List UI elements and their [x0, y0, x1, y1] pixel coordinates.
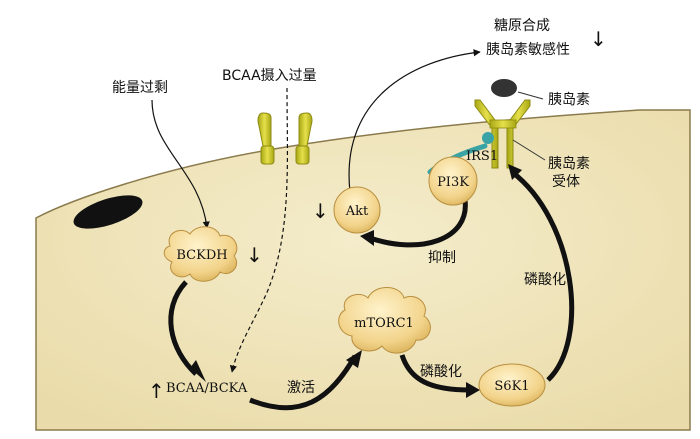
bckdh-to-bcaa-arrow	[168, 280, 198, 376]
label-irs1: IRS1	[466, 149, 498, 164]
label-bcaa-uptake: BCAA摄入过量	[222, 68, 317, 84]
bcaa-to-mtorc1-arrow	[249, 354, 358, 411]
bcaa-transporter	[257, 112, 313, 165]
label-energy-excess: 能量过剩	[112, 80, 168, 96]
s6k1-to-receptor-arrow	[510, 170, 575, 382]
akt-to-glycogen-arrow	[348, 49, 481, 193]
label-akt: Akt	[345, 204, 369, 219]
label-mtorc1: mTORC1	[354, 316, 414, 331]
mtorc1-to-s6k1-arrow	[399, 354, 471, 393]
insulin-receptor	[474, 99, 531, 169]
receptor-pointer	[512, 139, 546, 161]
label-insulin-receptor-line1: 胰岛素	[548, 156, 590, 172]
label-phosphorylation-bottom: 磷酸化	[420, 364, 462, 380]
node-pi3k: PI3K	[428, 156, 478, 206]
label-insulin-receptor-line2: 受体	[552, 174, 580, 190]
node-bckdh: BCKDH	[163, 226, 238, 282]
up-arrow-bcaa: ↑	[148, 379, 165, 403]
energy-to-bckdh-arrow	[151, 99, 210, 229]
label-glycogen: 糖原合成	[494, 18, 550, 34]
cell-membrane	[35, 109, 691, 431]
down-arrow-top: ↓	[590, 27, 607, 51]
label-bckdh: BCKDH	[176, 248, 227, 263]
label-bcaa-bcka: BCAA/BCKA	[166, 381, 248, 396]
label-s6k1: S6K1	[494, 379, 529, 394]
node-s6k1: S6K1	[478, 363, 546, 407]
insulin-pointer	[517, 91, 544, 100]
down-arrow-bckdh: ↓	[246, 243, 263, 267]
label-activate: 激活	[287, 379, 315, 396]
label-phosphorylation-right: 磷酸化	[524, 272, 566, 288]
pi3k-to-akt-head	[360, 230, 374, 246]
node-mtorc1: mTORC1	[338, 287, 431, 354]
s6k1-to-receptor-head	[508, 164, 522, 180]
insulin-molecule	[491, 79, 517, 97]
node-akt: Akt	[333, 186, 381, 234]
bckdh-to-bcaa-head	[190, 360, 206, 382]
label-insulin: 胰岛素	[548, 92, 590, 108]
label-pi3k: PI3K	[437, 175, 469, 190]
bcaa-uptake-path	[229, 87, 289, 373]
pi3k-to-akt-inhibit-arrow	[369, 199, 468, 248]
label-insulin-sensitivity: 胰岛素敏感性	[486, 41, 570, 58]
mtorc1-to-s6k1-head	[466, 382, 480, 398]
label-inhibit: 抑制	[428, 250, 456, 266]
bcaa-to-mtorc1-head	[346, 350, 362, 368]
nucleus	[73, 195, 143, 229]
down-arrow-akt: ↓	[312, 199, 329, 223]
